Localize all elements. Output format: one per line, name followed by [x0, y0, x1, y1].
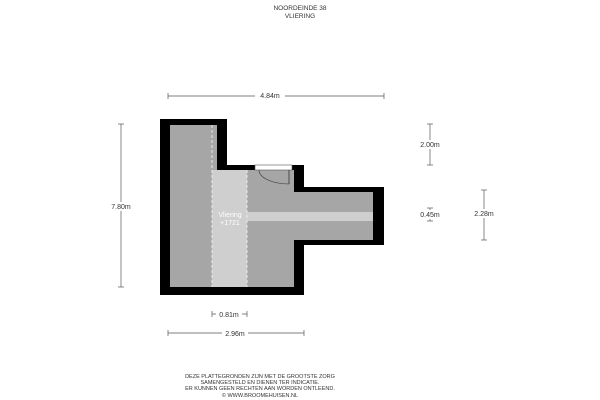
disclaimer-line: ER KUNNEN GEEN RECHTEN AAN WORDEN ONTLEE… [185, 386, 335, 393]
door-icon [254, 164, 293, 185]
dim-bottom-small: 0.81m [219, 312, 239, 319]
floor-area [170, 125, 373, 287]
copyright-link: © WWW.BROOMEHUISEN.NL [221, 392, 299, 399]
low-ceiling-strip-horizontal [247, 212, 373, 221]
disclaimer-line: DEZE PLATTEGRONDEN ZIJN MET DE GROOTSTE … [185, 374, 335, 380]
disclaimer-line: SAMENGESTELD EN DIENEN TER INDICATIE. [200, 380, 320, 387]
dim-bottom-width: 2.96m [225, 331, 245, 338]
title-header: NOORDEINDE 38 VLIERING [200, 5, 400, 21]
room-label: Vliering [218, 212, 241, 219]
address-title: NOORDEINDE 38 [273, 5, 327, 12]
dim-right-upper: 2.00m [420, 142, 440, 149]
dim-top-width: 4.84m [260, 93, 280, 100]
dim-left-height: 7.80m [111, 204, 131, 211]
low-ceiling-strip-vertical [212, 170, 247, 287]
room-level: +1721 [220, 220, 240, 227]
floor-title: VLIERING [284, 13, 316, 20]
dim-right-small: 0.45m [420, 212, 440, 219]
dim-right-wing: 2.28m [474, 211, 494, 218]
disclaimer: DEZE PLATTEGRONDEN ZIJN MET DE GROOTSTE … [130, 374, 390, 399]
